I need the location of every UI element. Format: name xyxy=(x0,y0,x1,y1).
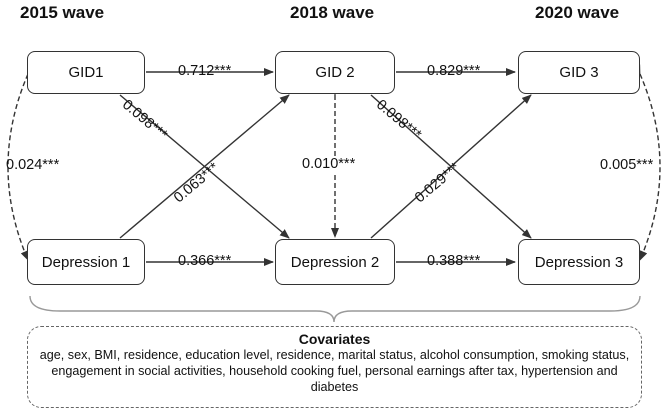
coef-covariance-2018: 0.010*** xyxy=(300,156,358,172)
coef-covariance-2020: 0.005*** xyxy=(600,157,654,173)
covariates-bracket xyxy=(29,295,641,323)
covariates-title: Covariates xyxy=(298,331,371,347)
covariates-box: Covariates age, sex, BMI, residence, edu… xyxy=(27,326,642,408)
covariance-2020 xyxy=(632,64,661,261)
coef-dep1-dep2: 0.366*** xyxy=(178,253,232,269)
coef-dep2-dep3: 0.388*** xyxy=(427,253,481,269)
wave-header-2015: 2015 wave xyxy=(20,3,105,22)
wave-header-2018: 2018 wave xyxy=(290,3,375,22)
coef-gid1-gid2: 0.712*** xyxy=(178,63,232,79)
covariance-2015 xyxy=(7,64,36,261)
covariates-list: age, sex, BMI, residence, education leve… xyxy=(39,348,630,394)
coef-covariance-2015: 0.024*** xyxy=(6,157,60,173)
coef-gid2-gid3: 0.829*** xyxy=(427,63,481,79)
arrow-dep1-gid2 xyxy=(119,94,290,239)
depression-2015-node: Depression 1 xyxy=(27,239,145,285)
gid-2015-node: GID1 xyxy=(27,51,145,94)
gid-2018-node: GID 2 xyxy=(275,51,395,94)
gid-2020-node: GID 3 xyxy=(518,51,640,94)
depression-2018-node: Depression 2 xyxy=(275,239,395,285)
depression-2020-node: Depression 3 xyxy=(518,239,640,285)
arrow-dep2-gid3 xyxy=(370,94,532,239)
wave-header-2020: 2020 wave xyxy=(535,3,620,22)
